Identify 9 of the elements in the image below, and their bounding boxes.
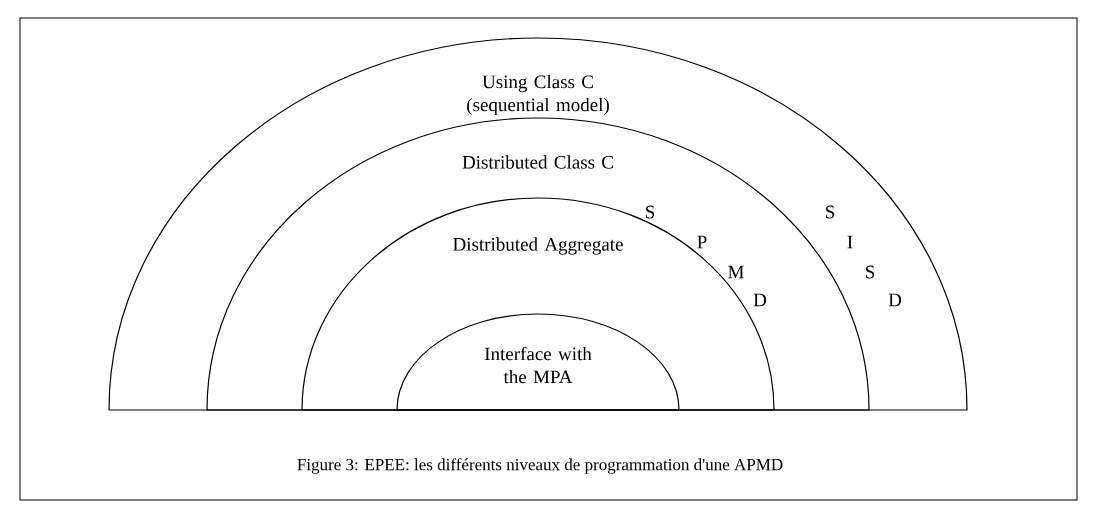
letter: P <box>697 235 707 249</box>
letter: S <box>646 205 655 219</box>
letter: M <box>728 265 744 279</box>
letter: D <box>753 293 767 307</box>
letter: S <box>826 205 835 219</box>
semicircle-band: Interface with the MPA <box>396 313 680 411</box>
letter: I <box>847 235 853 249</box>
caption: Figure 3: EPEE: les différents niveaux de programmation d'une APMD <box>297 458 783 474</box>
letter: D <box>888 293 902 307</box>
